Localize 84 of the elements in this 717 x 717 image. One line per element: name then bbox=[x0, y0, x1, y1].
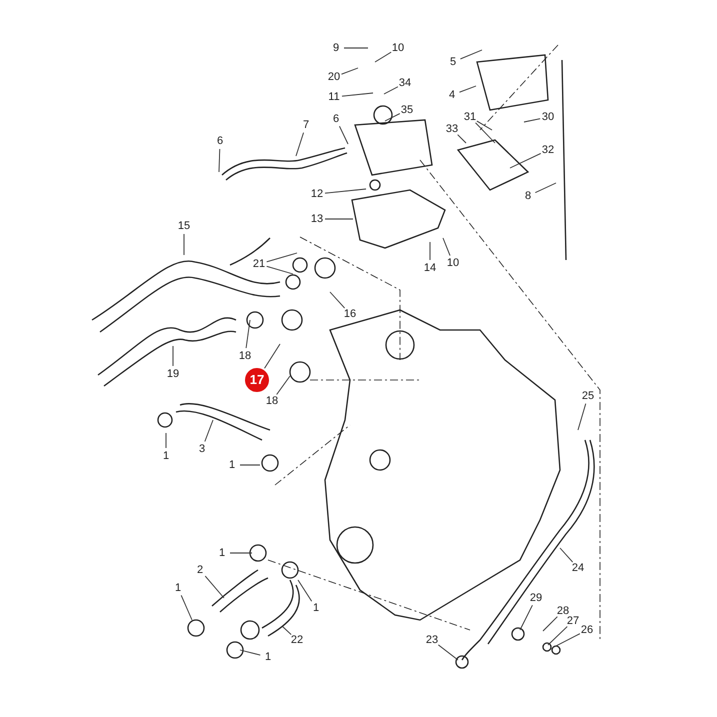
leader-line bbox=[475, 122, 496, 144]
leader-line bbox=[384, 86, 398, 94]
leader-line bbox=[510, 152, 542, 168]
callout-number: 19 bbox=[166, 368, 180, 380]
leader-line bbox=[240, 650, 261, 656]
leader-line bbox=[384, 113, 400, 122]
callout-number: 31 bbox=[462, 111, 478, 123]
leader-line bbox=[282, 626, 292, 635]
callout-number: 28 bbox=[556, 605, 570, 617]
callout-number: 5 bbox=[448, 56, 458, 68]
callout-number: 1 bbox=[174, 582, 182, 594]
callout-number: 23 bbox=[424, 634, 440, 646]
leader-line bbox=[324, 218, 354, 220]
callout-number: 11 bbox=[327, 91, 341, 103]
callout-number: 10 bbox=[390, 42, 406, 54]
leader-line bbox=[460, 50, 482, 60]
callout-number: 22 bbox=[290, 634, 304, 646]
leader-line bbox=[324, 188, 366, 194]
callout-number: 15 bbox=[176, 220, 192, 232]
callout-number: 13 bbox=[310, 213, 324, 225]
callout-number: 24 bbox=[570, 562, 586, 574]
callout-number: 1 bbox=[264, 651, 272, 663]
leader-line bbox=[476, 120, 492, 130]
leader-line bbox=[266, 252, 298, 262]
callout-number: 16 bbox=[342, 308, 358, 320]
callout-number: 18 bbox=[238, 350, 252, 362]
leader-line bbox=[339, 126, 348, 144]
leader-line bbox=[459, 86, 476, 93]
callout-number: 29 bbox=[528, 592, 544, 604]
leader-line bbox=[230, 552, 252, 554]
callout-number: 14 bbox=[422, 262, 438, 274]
leader-line bbox=[520, 604, 533, 630]
leader-line bbox=[342, 92, 374, 97]
leader-line bbox=[218, 148, 220, 172]
callout-number: 33 bbox=[444, 123, 460, 135]
callout-number: 1 bbox=[218, 547, 226, 559]
leader-line bbox=[296, 132, 304, 156]
leader-line bbox=[578, 403, 586, 430]
leader-line bbox=[554, 633, 580, 648]
leader-line bbox=[180, 594, 192, 620]
leader-line bbox=[204, 420, 214, 442]
callout-number: 27 bbox=[566, 615, 580, 627]
leader-line bbox=[240, 464, 260, 466]
leader-line bbox=[560, 548, 574, 562]
callout-number: 7 bbox=[302, 119, 310, 131]
leader-line bbox=[204, 576, 224, 598]
leader-line bbox=[534, 182, 556, 194]
callout-number: 4 bbox=[448, 89, 456, 101]
leader-line bbox=[298, 580, 312, 602]
leader-line bbox=[246, 320, 250, 349]
leader-line bbox=[341, 68, 358, 75]
callout-number: 18 bbox=[264, 395, 280, 407]
leader-line bbox=[548, 626, 568, 646]
callout-number: 10 bbox=[446, 257, 460, 269]
callout-number: 25 bbox=[580, 390, 596, 402]
callout-number: 1 bbox=[312, 602, 320, 614]
callout-number: 8 bbox=[524, 190, 532, 202]
callout-number: 6 bbox=[332, 113, 340, 125]
leader-line bbox=[266, 266, 294, 274]
leader-line bbox=[438, 644, 458, 660]
highlighted-callout-number: 17 bbox=[245, 368, 269, 392]
callout-number: 21 bbox=[252, 258, 266, 270]
callout-number: 20 bbox=[326, 71, 342, 83]
leader-line bbox=[264, 344, 280, 369]
leader-line bbox=[457, 134, 466, 144]
callout-number: 1 bbox=[162, 450, 170, 462]
callout-number: 1 bbox=[228, 459, 236, 471]
callout-number: 26 bbox=[580, 624, 594, 636]
callout-number: 34 bbox=[398, 77, 412, 89]
callout-number: 3 bbox=[198, 443, 206, 455]
leader-line bbox=[542, 616, 558, 632]
callout-number: 2 bbox=[196, 564, 204, 576]
callout-number: 30 bbox=[540, 111, 556, 123]
leader-line bbox=[330, 292, 346, 309]
leader-line bbox=[276, 376, 290, 395]
leader-line bbox=[374, 52, 392, 62]
leader-line bbox=[524, 118, 541, 122]
callout-number: 6 bbox=[216, 135, 224, 147]
leader-line bbox=[442, 238, 450, 256]
leader-line bbox=[172, 346, 174, 366]
callout-number: 9 bbox=[332, 42, 340, 54]
callout-number: 32 bbox=[540, 144, 556, 156]
callout-number: 12 bbox=[310, 188, 324, 200]
callout-number: 35 bbox=[400, 104, 414, 116]
